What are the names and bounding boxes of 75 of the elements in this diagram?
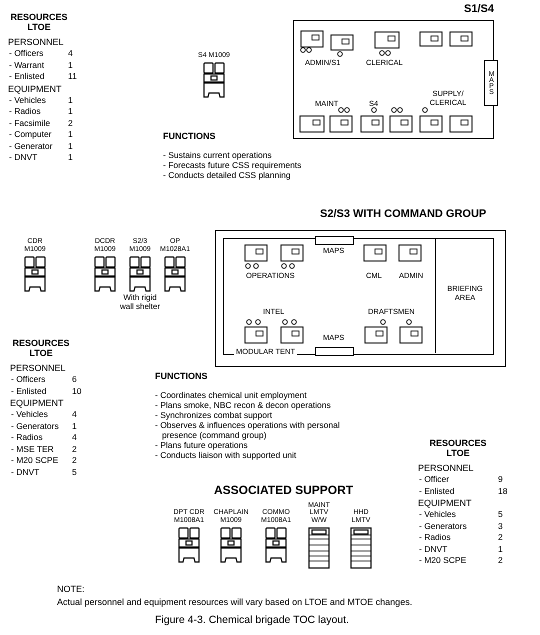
section-heading: EQUIPMENT [418, 498, 472, 508]
functions-heading: FUNCTIONS [163, 131, 216, 142]
item-value: 1 [68, 96, 73, 106]
item-label: - M20 SCPE [11, 456, 58, 466]
item-value: 2 [498, 533, 503, 543]
item-value: 6 [72, 375, 77, 385]
item-label: - DNVT [9, 153, 38, 163]
section-heading: PERSONNEL [8, 37, 64, 48]
figure-caption: Figure 4-3. Chemical brigade TOC layout. [155, 614, 349, 626]
item-label: - MSE TER [11, 444, 54, 454]
item-label: - Facsimile [9, 118, 50, 128]
item-value: 2 [68, 118, 73, 128]
note-text: Actual personnel and equipment resources will vary based on LTOE and MTOE changes. [57, 597, 412, 608]
item-value: 1 [68, 130, 73, 140]
item-label: - Computer [9, 130, 52, 140]
item-value: 1 [68, 107, 73, 117]
item-value: 9 [498, 475, 503, 485]
function-item: - Coordinates chemical unit employment [155, 391, 308, 401]
function-item: - Observes & influences operations with personal presence (command group) [155, 421, 341, 441]
item-value: 2 [72, 456, 77, 466]
section-heading: PERSONNEL [418, 463, 474, 474]
section-heading: EQUIPMENT [8, 84, 62, 94]
section-heading: EQUIPMENT [10, 398, 64, 408]
item-value: 1 [498, 544, 503, 554]
function-item: - Synchronizes combat support [155, 411, 274, 421]
item-label: - DNVT [419, 544, 448, 554]
item-value: 4 [72, 433, 77, 443]
item-label: - M20 SCPE [419, 556, 466, 566]
item-value: 1 [68, 60, 73, 70]
item-label: - Vehicles [11, 410, 48, 420]
item-value: 2 [498, 556, 503, 566]
item-label: - Officer [419, 475, 450, 485]
functions-heading: FUNCTIONS [155, 371, 208, 382]
item-label: - Enlisted [419, 486, 454, 496]
item-label: - Radios [11, 433, 43, 443]
section-title: ASSOCIATED SUPPORT [214, 484, 354, 498]
item-label: - Enlisted [9, 72, 44, 82]
item-label: - Officers [9, 49, 44, 59]
tent-title: S1/S4 [464, 3, 494, 16]
function-item: - Plans smoke, NBC recon & decon operations [155, 401, 332, 411]
item-value: 3 [498, 522, 503, 532]
item-label: - Radios [9, 107, 41, 117]
resources-heading: RESOURCES LTOE [9, 12, 68, 33]
function-item: - Forecasts future CSS requirements [163, 161, 302, 171]
item-value: 1 [68, 153, 73, 163]
item-value: 11 [68, 72, 77, 82]
item-value: 4 [68, 49, 73, 59]
function-item: - Sustains current operations [163, 151, 273, 161]
item-label: - Generator [9, 142, 52, 152]
item-value: 5 [72, 468, 77, 478]
item-label: - DNVT [11, 468, 40, 478]
item-value: 1 [72, 422, 77, 432]
item-label: - Radios [419, 533, 451, 543]
item-label: - Warrant [9, 60, 44, 70]
note-heading: NOTE: [57, 584, 85, 594]
item-label: - Generators [419, 522, 467, 532]
item-value: 4 [72, 410, 77, 420]
tent-title: S2/S3 WITH COMMAND GROUP [320, 208, 486, 221]
item-label: - Vehicles [9, 96, 46, 106]
item-label: - Vehicles [419, 510, 456, 520]
item-value: 10 [72, 386, 82, 396]
item-value: 1 [68, 142, 73, 152]
function-item: - Conducts detailed CSS planning [163, 171, 292, 181]
function-item: - Plans future operations [155, 441, 249, 451]
section-heading: PERSONNEL [10, 363, 66, 374]
vehicle-note: With rigid wall shelter [118, 293, 161, 312]
item-value: 18 [498, 486, 508, 496]
function-item: - Conducts liaison with supported unit [155, 451, 298, 461]
resources-heading: RESOURCES LTOE [428, 438, 488, 459]
resources-heading: RESOURCES LTOE [11, 338, 70, 359]
item-label: - Enlisted [11, 386, 46, 396]
item-label: - Generators [11, 422, 59, 432]
item-value: 2 [72, 444, 77, 454]
item-label: - Officers [11, 375, 46, 385]
item-value: 5 [498, 510, 503, 520]
